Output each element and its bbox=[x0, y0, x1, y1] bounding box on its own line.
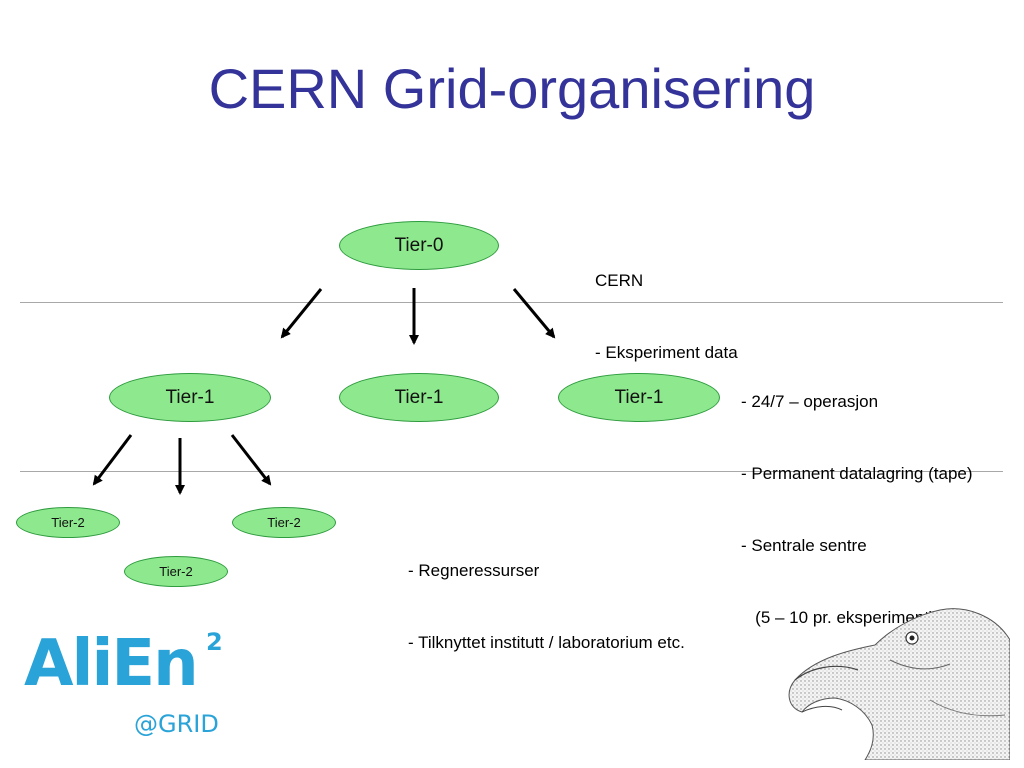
note-tier0: CERN - Eksperiment data bbox=[595, 221, 738, 389]
note-line: - Regneressurser bbox=[408, 561, 540, 580]
node-tier2-bottom: Tier-2 bbox=[124, 556, 228, 587]
alien-grid-logo: AliEn 2 @GRID bbox=[24, 627, 234, 742]
node-tier1-left: Tier-1 bbox=[109, 373, 271, 422]
note-line: - Permanent datalagring (tape) bbox=[741, 464, 973, 483]
node-tier2-left: Tier-2 bbox=[16, 507, 120, 538]
arrow-tier1-to-tier2-right bbox=[230, 434, 272, 486]
divider-line-bottom bbox=[20, 471, 1003, 472]
logo-wordmark: AliEn bbox=[24, 627, 199, 701]
node-tier1-right: Tier-1 bbox=[558, 373, 720, 422]
note-line: - 24/7 – operasjon bbox=[741, 392, 879, 411]
node-tier2-right: Tier-2 bbox=[232, 507, 336, 538]
note-line: - Eksperiment data bbox=[595, 343, 738, 362]
condor-illustration bbox=[788, 608, 1010, 760]
note-line: - Tilknyttet institutt / laboratorium et… bbox=[408, 633, 685, 652]
logo-superscript: 2 bbox=[206, 628, 223, 656]
node-tier1-middle: Tier-1 bbox=[339, 373, 499, 422]
note-line: - Sentrale sentre bbox=[741, 536, 867, 555]
slide-title: CERN Grid-organisering bbox=[208, 57, 816, 120]
note-line: CERN bbox=[595, 271, 644, 290]
divider-line-top bbox=[20, 302, 1003, 303]
logo-subtitle: @GRID bbox=[134, 710, 219, 738]
note-tier2: - Regneressurser - Tilknyttet institutt … bbox=[408, 511, 685, 679]
note-tier1: - 24/7 – operasjon - Permanent datalagri… bbox=[741, 342, 973, 654]
arrow-tier0-to-tier1-right bbox=[512, 288, 556, 339]
arrow-tier0-to-tier1-left bbox=[280, 288, 323, 339]
node-tier0: Tier-0 bbox=[339, 221, 499, 270]
arrow-tier1-to-tier2-left bbox=[92, 434, 133, 486]
